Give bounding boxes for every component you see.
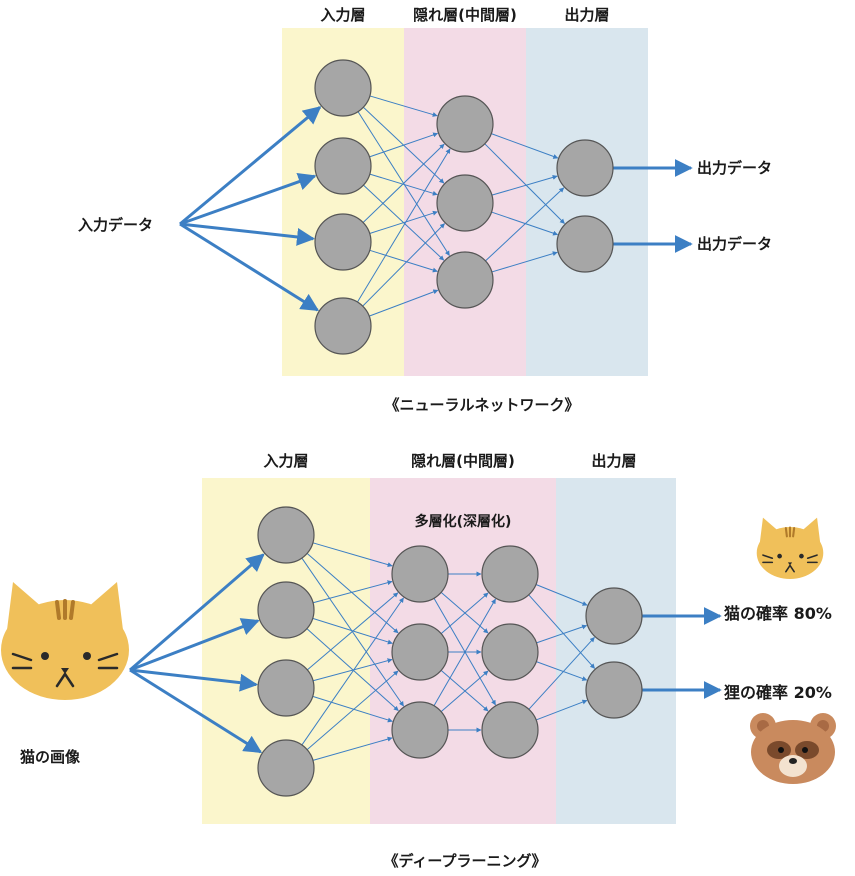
dl-node <box>481 701 539 759</box>
nn-input-layer-title: 入力層 <box>320 6 365 24</box>
neural-network-diagram: 入力層 隠れ層(中間層) 出力層 入力データ 出力データ 出力データ 《ニューラ… <box>78 6 772 414</box>
tanuki-face-icon <box>750 713 836 784</box>
dl-output-label-cat: 猫の確率 80% <box>724 604 832 623</box>
dl-edge <box>312 580 393 604</box>
dl-hidden-note: 多層化(深層化) <box>415 513 512 530</box>
dl-input-arrow <box>129 553 265 672</box>
dl-node <box>391 545 449 603</box>
nn-node <box>314 297 372 355</box>
dl-node <box>585 587 643 645</box>
dl-edge <box>306 670 399 751</box>
nn-edge <box>484 143 565 224</box>
dl-edge <box>440 670 489 713</box>
dl-input-layer-title: 入力層 <box>263 452 308 470</box>
nn-edge <box>357 148 451 303</box>
dl-output-layer-title: 出力層 <box>591 452 636 470</box>
dl-nodes <box>257 506 643 797</box>
nn-edge <box>491 251 558 273</box>
dl-node <box>391 701 449 759</box>
dl-input-arrow <box>129 618 260 672</box>
nn-nodes <box>314 59 614 355</box>
nn-node <box>436 251 494 309</box>
dl-edge <box>536 624 588 644</box>
nn-edge <box>485 187 565 262</box>
nn-input-arrow <box>179 106 322 226</box>
nn-edge <box>362 143 445 223</box>
nn-input-arrow <box>179 222 315 246</box>
nn-caption: 《ニューラルネットワーク》 <box>384 396 579 414</box>
dl-edge <box>535 584 588 606</box>
cat-face-icon <box>1 582 129 700</box>
dl-node <box>257 506 315 564</box>
nn-output-layer-band <box>526 28 648 376</box>
dl-node <box>257 659 315 717</box>
dl-edge <box>306 553 399 634</box>
nn-output-data-label-1: 出力データ <box>697 159 772 177</box>
dl-node <box>585 661 643 719</box>
dl-caption: 《ディープラーニング》 <box>383 852 546 870</box>
nn-input-arrow <box>179 173 317 226</box>
dl-edge <box>312 542 393 568</box>
nn-node <box>314 213 372 271</box>
nn-input-data-label: 入力データ <box>78 216 153 234</box>
dl-edge <box>535 699 588 721</box>
dl-edge <box>312 658 393 682</box>
nn-edge <box>369 210 438 234</box>
nn-node <box>314 137 372 195</box>
dl-node <box>257 581 315 639</box>
dl-edge <box>433 598 496 706</box>
dl-input-arrow <box>129 668 258 692</box>
dl-edge <box>536 661 588 681</box>
nn-edge <box>369 132 439 158</box>
dl-output-layer-band <box>556 478 676 824</box>
nn-node <box>436 95 494 153</box>
dl-input-arrow <box>129 668 263 754</box>
nn-node <box>556 215 614 273</box>
dl-connections <box>129 542 722 761</box>
nn-node <box>556 139 614 197</box>
dl-output-label-tanuki: 狸の確率 20% <box>724 683 832 702</box>
nn-connections <box>179 95 693 317</box>
nn-edge <box>491 133 559 159</box>
nn-edge <box>491 174 558 196</box>
dl-edge <box>307 592 399 671</box>
nn-output-data-label-2: 出力データ <box>697 235 772 253</box>
dl-edge <box>528 594 596 669</box>
nn-edge <box>369 289 439 317</box>
nn-edge <box>369 173 438 196</box>
nn-node <box>314 59 372 117</box>
dl-node <box>257 739 315 797</box>
deep-learning-diagram: 入力層 隠れ層(中間層) 出力層 多層化(深層化) 猫の画像 <box>1 452 836 870</box>
cat-face-icon <box>756 517 824 579</box>
dl-edge <box>312 736 393 761</box>
dl-node <box>481 623 539 681</box>
nn-edge <box>369 249 438 273</box>
nn-edge <box>369 95 438 117</box>
dl-edge <box>301 597 404 746</box>
nn-node <box>436 174 494 232</box>
dl-node <box>391 623 449 681</box>
nn-edge <box>362 223 445 307</box>
nn-hidden-layer-title: 隠れ層(中間層) <box>413 6 517 24</box>
dl-hidden-layer-title: 隠れ層(中間層) <box>411 452 515 470</box>
nn-input-arrow <box>179 222 320 312</box>
nn-output-layer-title: 出力層 <box>564 6 609 24</box>
nn-edge <box>491 211 559 236</box>
dl-edge <box>440 592 489 635</box>
dl-node <box>481 545 539 603</box>
dl-edge <box>528 637 595 710</box>
dl-input-image-label: 猫の画像 <box>20 748 81 766</box>
dl-edge <box>312 695 393 723</box>
